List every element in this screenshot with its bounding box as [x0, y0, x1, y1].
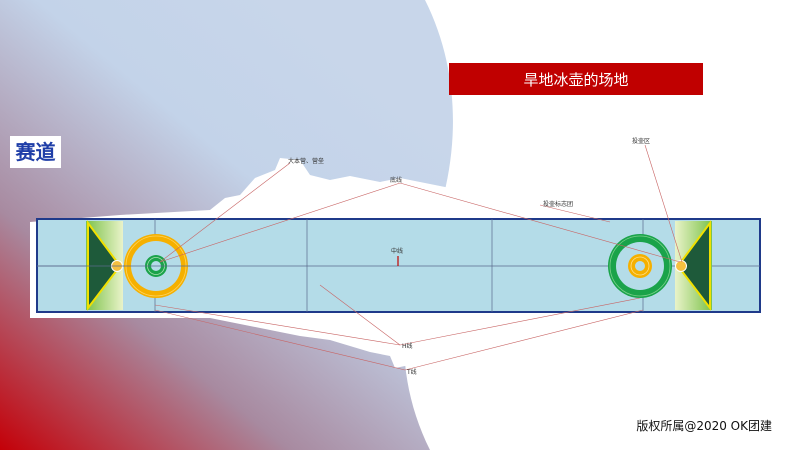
left-hack-triangle [87, 219, 122, 311]
label-marker-line: 投壶标志团 [543, 200, 573, 208]
label-throwing-area: 投壶区 [632, 137, 650, 145]
section-label: 赛道 [10, 136, 61, 168]
label-tee-line: T线 [406, 368, 417, 376]
right-house-rings [608, 234, 672, 298]
label-house-rings: 大本营、营垒 [288, 157, 324, 165]
leader-lines [154, 144, 683, 371]
label-hog-line: H线 [402, 342, 413, 350]
left-end-zone [86, 219, 123, 311]
left-house-rings [37, 234, 190, 298]
right-end-zone [675, 219, 712, 311]
right-button-stone [675, 260, 687, 272]
right-hack-triangle [676, 219, 711, 311]
page-title: 旱地冰壶的场地 [449, 63, 703, 95]
label-center-line: 中线 [391, 247, 403, 255]
label-back-line: 底线 [390, 176, 402, 184]
copyright-text: 版权所属@2020 OK团建 [636, 419, 772, 433]
